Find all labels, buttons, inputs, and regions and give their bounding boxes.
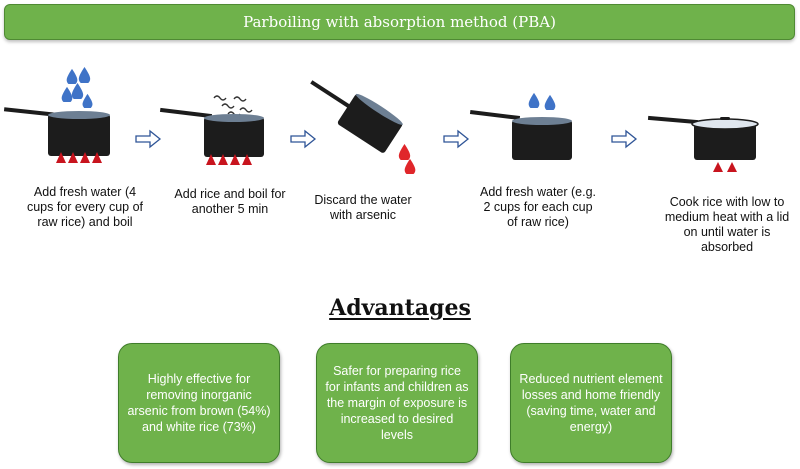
water-drop-icon: [528, 92, 556, 110]
right-arrow-icon: [443, 129, 470, 149]
pot-with-lid-icon: [647, 115, 759, 160]
right-arrow-icon: [611, 129, 638, 149]
pot-icon: [469, 109, 572, 160]
step-2-text: Add rice and boil for another 5 min: [174, 187, 286, 216]
advantage-text: Reduced nutrient element losses and home…: [519, 372, 663, 434]
step3-illustration: [310, 80, 416, 174]
right-arrow-icon: [290, 129, 317, 149]
arsenic-drop-icon: [398, 143, 416, 174]
advantage-box-3: Reduced nutrient element losses and home…: [510, 343, 672, 463]
page-title: Parboiling with absorption method (PBA): [243, 13, 556, 31]
step1-illustration: [3, 66, 110, 163]
process-diagram: [3, 66, 759, 174]
pot-icon: [159, 107, 264, 157]
advantages-heading: Advantages: [329, 295, 471, 321]
water-drop-icon: [61, 66, 93, 108]
step5-illustration: [647, 115, 759, 172]
advantage-box-2: Safer for preparing rice for infants and…: [316, 343, 478, 463]
title-banner: Parboiling with absorption method (PBA): [4, 4, 795, 40]
right-arrow-icon: [135, 129, 162, 149]
advantage-text: Highly effective for removing inorganic …: [127, 372, 271, 434]
step-4-text: Add fresh water (e.g. 2 cups for each cu…: [479, 185, 597, 229]
pot-icon: [3, 107, 110, 156]
flame-icon: [206, 154, 252, 165]
advantage-text: Safer for preparing rice for infants and…: [325, 364, 469, 442]
flame-icon: [713, 162, 737, 172]
step2-illustration: [159, 95, 264, 165]
step-5-text: Cook rice with low to medium heat with a…: [664, 195, 790, 254]
advantage-box-1: Highly effective for removing inorganic …: [118, 343, 280, 463]
flame-icon: [56, 152, 102, 163]
steam-icon: [213, 95, 253, 117]
tilted-pot-icon: [310, 80, 403, 153]
step-1-text: Add fresh water (4 cups for every cup of…: [26, 185, 144, 229]
step-3-text: Discard the water with arsenic: [314, 193, 412, 222]
step4-illustration: [469, 92, 572, 160]
